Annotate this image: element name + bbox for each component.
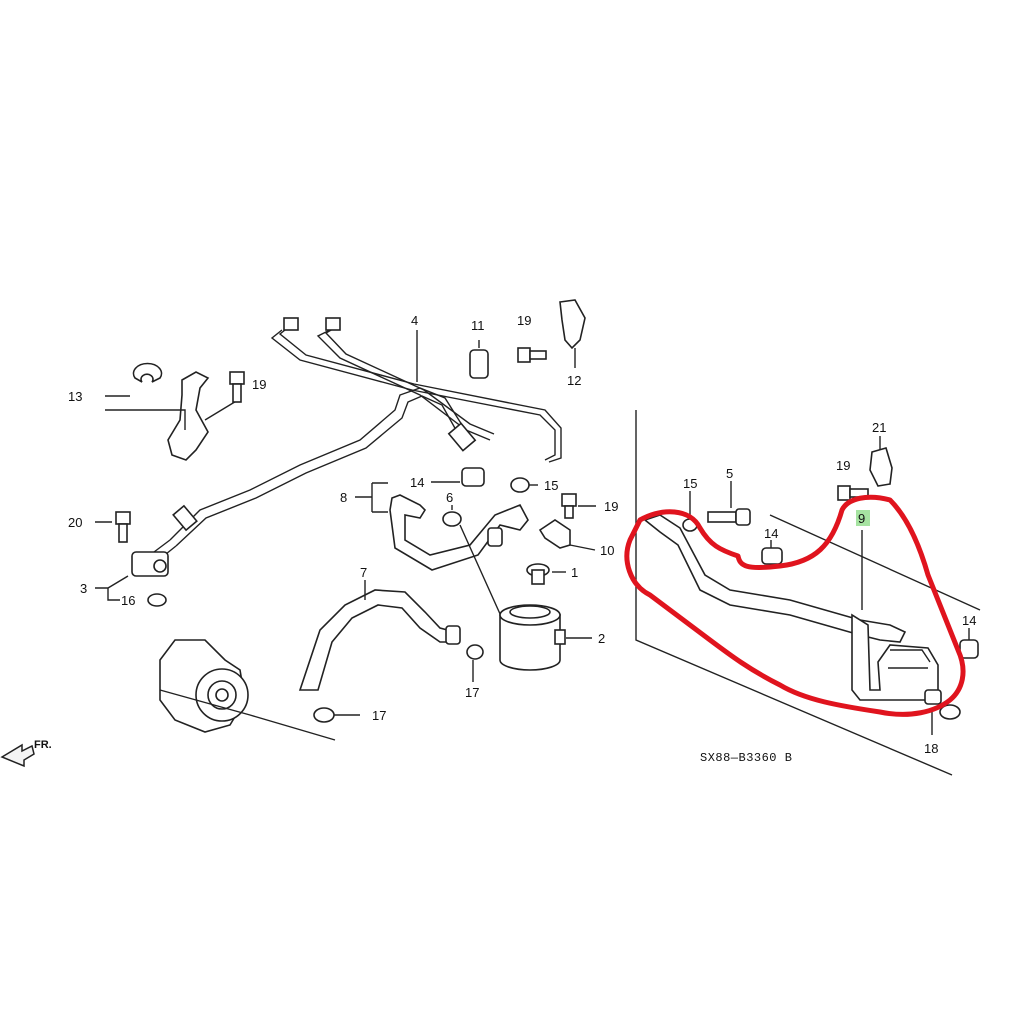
highlight-outline [624, 494, 966, 717]
bolt-19-right [837, 485, 869, 501]
clamp-14-right-outer [959, 628, 979, 659]
callout-15-right: 15 [683, 476, 697, 491]
clamp-18 [931, 704, 961, 735]
front-label: FR. [34, 739, 52, 751]
callout-16: 16 [121, 593, 135, 608]
leader-3-16 [95, 575, 129, 601]
clamp-14-right-inner [761, 540, 783, 565]
clamp-14-mid [431, 467, 485, 487]
bolt-19-top [517, 347, 547, 363]
clamp-15-right [682, 491, 698, 532]
right-panel-frame [635, 410, 981, 776]
callout-1: 1 [571, 565, 578, 580]
callout-18: 18 [924, 741, 938, 756]
callout-14-mid: 14 [410, 475, 424, 490]
callout-19-left: 19 [252, 377, 266, 392]
callout-17-mid: 17 [465, 685, 479, 700]
clamp-17-mid [466, 644, 484, 682]
label-9-highlight [856, 510, 870, 526]
leader-13 [105, 395, 186, 430]
bracket-10 [538, 519, 596, 551]
callout-17-left: 17 [372, 708, 386, 723]
callout-19-top: 19 [517, 313, 531, 328]
callout-10: 10 [600, 543, 614, 558]
diagram-code: SX88—B3360 B [700, 751, 792, 765]
callout-15-mid: 15 [544, 478, 558, 493]
hose-8 [389, 494, 529, 571]
callout-14-right-outer: 14 [962, 613, 976, 628]
callout-12: 12 [567, 373, 581, 388]
callout-11: 11 [471, 318, 485, 333]
cooler-pipe-9 [643, 514, 942, 705]
leader-8 [355, 482, 388, 513]
bolt-20 [115, 511, 131, 543]
callout-7: 7 [360, 565, 367, 580]
bolt-19-mid-low [561, 493, 596, 519]
callout-21: 21 [872, 420, 886, 435]
tube-fitting-a [283, 317, 299, 331]
leader-19a [204, 399, 239, 421]
tube-fitting-b [325, 317, 341, 331]
bolt-5 [707, 481, 751, 526]
pressure-hose-assembly [149, 325, 562, 563]
clamp-15-mid [510, 477, 538, 493]
callout-5: 5 [726, 466, 733, 481]
return-hose-7 [298, 589, 461, 691]
callout-19-right: 19 [836, 458, 850, 473]
callout-20: 20 [68, 515, 82, 530]
reservoir-2 [499, 604, 592, 671]
clamp-6 [442, 505, 506, 626]
bracket-21 [869, 436, 893, 487]
banjo-fitting-3 [131, 551, 169, 607]
callout-6: 6 [446, 490, 453, 505]
power-steering-pump [159, 639, 336, 741]
callout-14-right-inner: 14 [764, 526, 778, 541]
grommet-1 [526, 563, 566, 585]
callout-2: 2 [598, 631, 605, 646]
callout-3: 3 [80, 581, 87, 596]
clamp-17-left [313, 707, 360, 723]
bracket-13 [132, 362, 210, 461]
bolt-19-left [229, 371, 245, 403]
bracket-12 [559, 299, 586, 368]
callout-9: 9 [858, 511, 865, 526]
callout-8: 8 [340, 490, 347, 505]
clip-11 [469, 340, 489, 379]
callout-13: 13 [68, 389, 82, 404]
callout-19-mid-low: 19 [604, 499, 618, 514]
front-indicator: FR. [0, 739, 52, 768]
callout-4: 4 [411, 313, 418, 328]
